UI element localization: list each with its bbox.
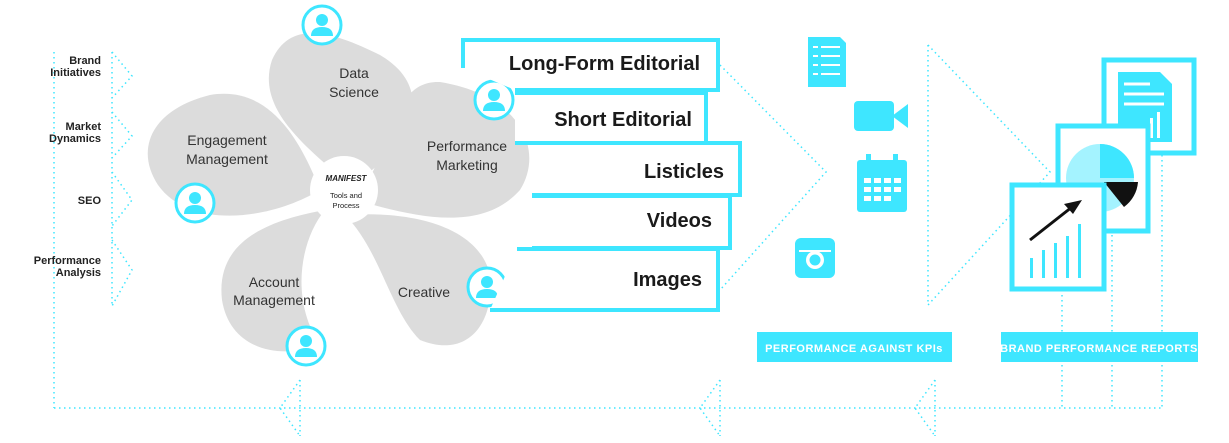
kpi-badge-label: PERFORMANCE AGAINST KPIs xyxy=(765,343,943,355)
instagram-icon xyxy=(795,238,835,278)
content-stack xyxy=(461,38,742,312)
input-label-performance-1: Performance xyxy=(34,255,101,267)
input-label-seo: SEO xyxy=(78,195,102,207)
person-icon-data-science xyxy=(301,4,343,46)
petal-label-perf-1: Performance xyxy=(427,138,507,154)
input-label-market-2: Dynamics xyxy=(49,133,101,145)
reports-badge xyxy=(1001,332,1198,362)
center-line-1: Tools and xyxy=(330,191,362,200)
content-short-editorial: Short Editorial xyxy=(554,109,692,131)
petal-label-creative: Creative xyxy=(398,284,450,300)
person-icon-account-management xyxy=(285,325,327,367)
pinwheel xyxy=(147,33,530,352)
input-label-performance-2: Analysis xyxy=(56,267,101,279)
input-label-market-1: Market xyxy=(66,121,102,133)
content-images: Images xyxy=(633,269,702,291)
petal-data-science xyxy=(268,33,413,185)
input-label-brand-1: Brand xyxy=(69,55,101,67)
petal-label-data-1: Data xyxy=(339,65,369,81)
content-videos: Videos xyxy=(647,210,712,232)
report-growth-card xyxy=(1009,182,1107,292)
content-listicles: Listicles xyxy=(644,161,724,183)
petal-label-account-1: Account xyxy=(249,274,300,290)
content-long-form-editorial: Long-Form Editorial xyxy=(509,53,700,75)
petal-label-engagement-2: Management xyxy=(186,151,268,167)
person-icon-engagement-management xyxy=(174,182,216,224)
video-camera-icon xyxy=(854,101,908,131)
petal-account-management xyxy=(221,210,325,352)
center-line-2: Process xyxy=(332,201,359,210)
input-label-brand-2: Initiatives xyxy=(50,67,101,79)
reports-badge-label: BRAND PERFORMANCE REPORTS xyxy=(1000,343,1198,355)
petal-label-account-2: Management xyxy=(233,292,315,308)
petal-label-perf-2: Marketing xyxy=(436,157,497,173)
center-hub xyxy=(310,156,378,224)
input-brackets xyxy=(111,51,133,307)
center-logo: MANIFEST xyxy=(326,174,368,183)
kpi-badge xyxy=(757,332,952,362)
document-icon xyxy=(808,37,846,87)
input-labels: Brand Initiatives Market Dynamics SEO Pe… xyxy=(34,55,102,279)
petal-label-engagement-1: Engagement xyxy=(187,132,267,148)
petal-label-data-2: Science xyxy=(329,84,379,100)
calendar-icon xyxy=(857,154,907,212)
petal-creative xyxy=(345,214,491,346)
